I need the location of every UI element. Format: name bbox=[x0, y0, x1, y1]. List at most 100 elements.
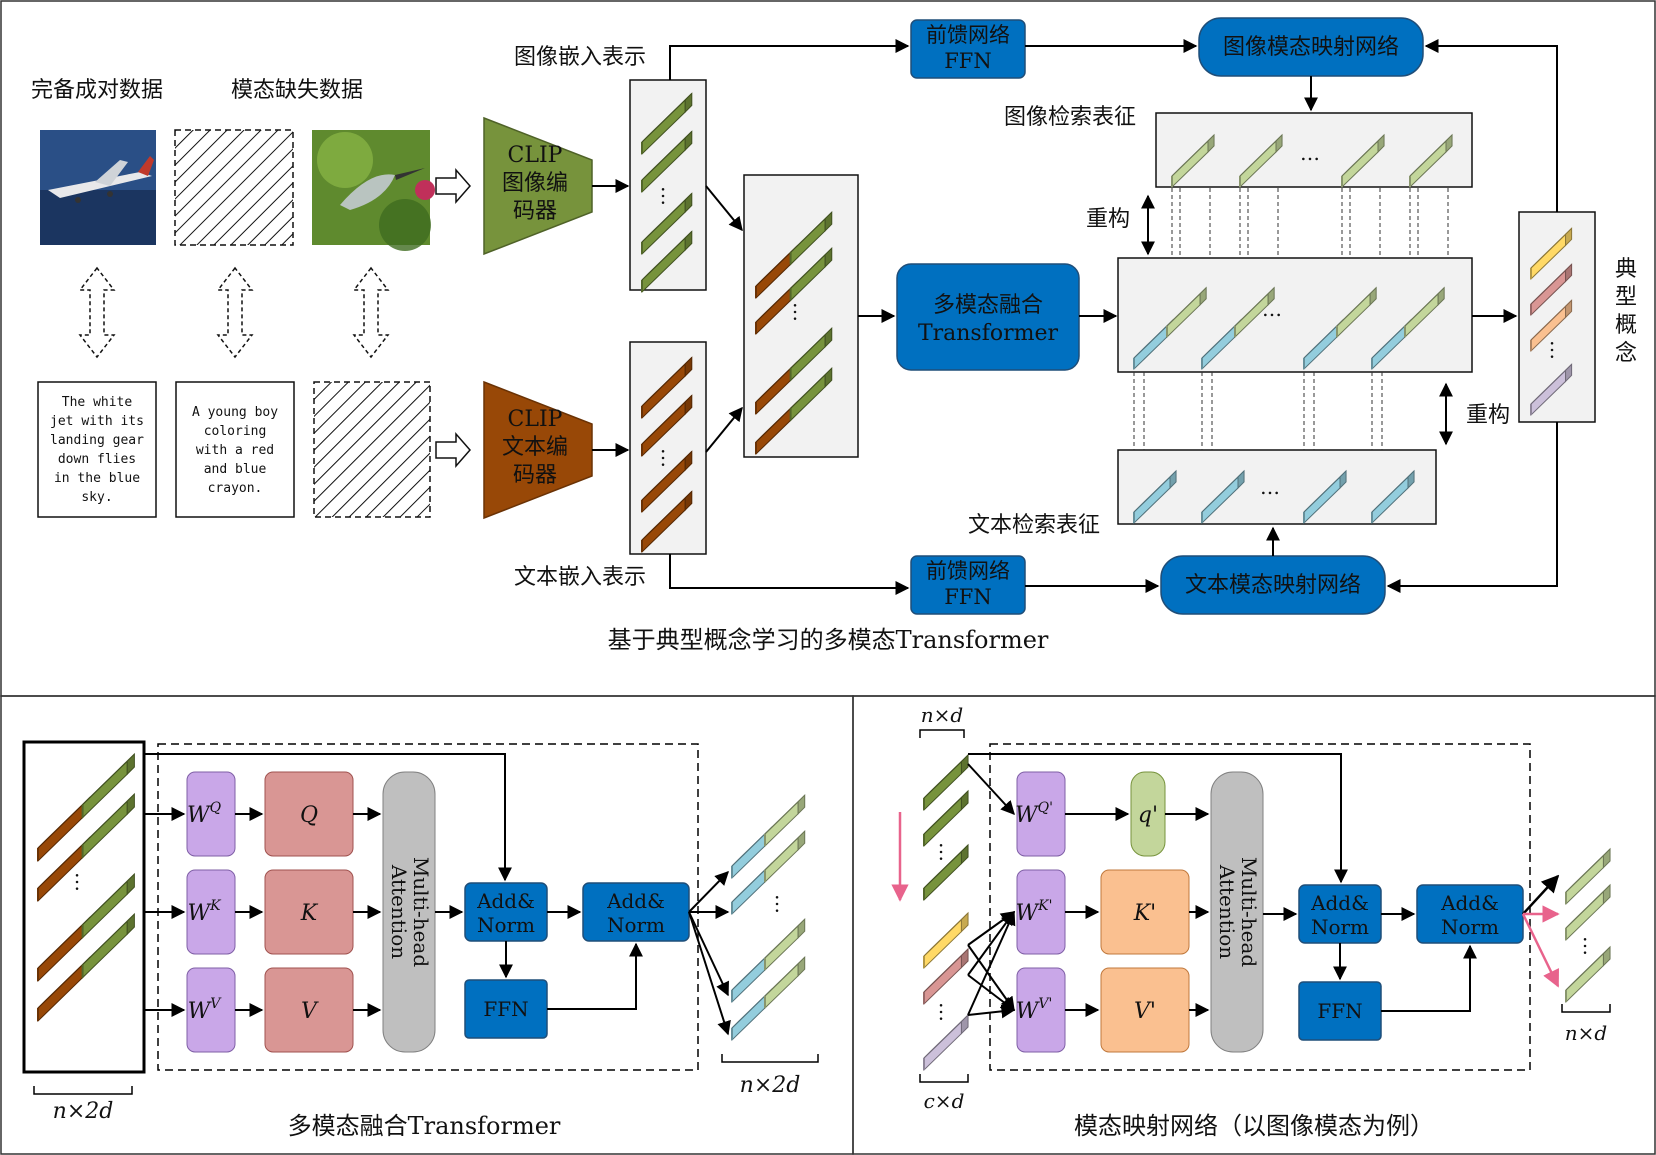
fusion-addnorm-2-line-2: Norm bbox=[607, 913, 665, 937]
fusion-output-brace bbox=[721, 1054, 819, 1063]
fusion-v-label: V bbox=[301, 999, 319, 1024]
mapping-concept-ellipsis: … bbox=[935, 1002, 959, 1022]
fusion-line-2: Transformer bbox=[918, 321, 1059, 346]
clip-text-encoder-line-2: 文本编 bbox=[502, 435, 568, 460]
mapping-output-bar bbox=[1565, 883, 1611, 942]
concat-ellipsis: … bbox=[789, 302, 813, 322]
mapping-output-brace bbox=[1561, 1004, 1611, 1013]
clip-image-encoder-line-1: CLIP bbox=[508, 143, 563, 168]
fusion-output-bar-green bbox=[764, 917, 806, 972]
image-retrieval-bar bbox=[1341, 133, 1385, 189]
mapping-output-bars: … bbox=[1565, 847, 1611, 1004]
fusion-mha-line-1: Multi-head bbox=[409, 857, 433, 968]
mapping-output-arrows bbox=[1521, 874, 1560, 988]
fusion-transformer-frame bbox=[157, 743, 699, 1071]
caption-line: with a red bbox=[196, 443, 274, 458]
fusion-input-bar-green bbox=[81, 752, 135, 819]
text-retrieval-bar bbox=[1303, 469, 1347, 525]
mapping-output-bar bbox=[1565, 847, 1611, 906]
fusion-k-label: K bbox=[300, 901, 319, 926]
mapping-input-arrows bbox=[967, 763, 1016, 1019]
caption-card-airplane bbox=[37, 381, 157, 518]
fusion-addnorm-1-line-1: Add& bbox=[476, 889, 535, 913]
typical-concepts-char: 型 bbox=[1615, 285, 1637, 310]
fused-output-ellipsis: … bbox=[1262, 297, 1282, 321]
fused-output-bar-green bbox=[1234, 286, 1275, 339]
typical-concepts-char: 概 bbox=[1615, 313, 1637, 338]
ffn-top-line-1: 前馈网络 bbox=[926, 23, 1010, 47]
image-retrieval-ellipsis: … bbox=[1300, 141, 1320, 165]
image-embedding-bars: … bbox=[641, 92, 693, 294]
mapping-mha-line-1: Multi-head bbox=[1237, 857, 1261, 968]
fusion-output-arrows bbox=[688, 870, 731, 1036]
caption-line: The white bbox=[62, 395, 133, 410]
mapping-wk-label: WK' bbox=[1016, 898, 1053, 926]
ffn-top-box bbox=[910, 19, 1026, 79]
mapping-input-dim-bottom: c×d bbox=[924, 1089, 965, 1113]
correspondence-arrows bbox=[78, 266, 390, 359]
missing-image-placeholder bbox=[174, 129, 294, 246]
hummingbird-image bbox=[312, 130, 435, 251]
typical-concepts-label: 典型概念 bbox=[1615, 257, 1637, 366]
mapping-input-brace-top bbox=[919, 729, 965, 738]
mapping-input-concept-bars: … bbox=[923, 911, 969, 1072]
text-retrieval-bars: … bbox=[1133, 469, 1415, 525]
typical-concepts-ellipsis: … bbox=[1546, 340, 1570, 360]
image-retrieval-bars: … bbox=[1171, 133, 1453, 189]
mapping-wv-label: WV' bbox=[1016, 996, 1053, 1024]
text-embedding-bars: … bbox=[641, 356, 693, 554]
mapping-addnorm-1-line-2: Norm bbox=[1311, 915, 1369, 939]
typical-concepts-bars: … bbox=[1530, 227, 1573, 417]
fusion-input-bar-green bbox=[81, 912, 135, 979]
top-panel-caption: 基于典型概念学习的多模态Transformer bbox=[608, 626, 1049, 654]
mapping-residual bbox=[968, 753, 1348, 884]
concat-bar-green bbox=[789, 246, 833, 302]
concat-bar-green bbox=[789, 326, 833, 382]
ffn-top-line-2: FFN bbox=[944, 49, 992, 73]
fusion-output-bars: … bbox=[731, 793, 806, 1042]
fusion-input-dim: n×2d bbox=[53, 1099, 114, 1124]
clip-image-encoder-line-2: 图像编 bbox=[502, 171, 568, 196]
image-retrieval-bar bbox=[1239, 133, 1283, 189]
ffn-bottom-line-1: 前馈网络 bbox=[926, 559, 1010, 583]
fusion-output-ellipsis: … bbox=[771, 894, 795, 914]
reconstruction-label-text: 重构 bbox=[1466, 403, 1510, 428]
fused-output-container bbox=[1117, 257, 1473, 373]
text-retrieval-label: 文本检索表征 bbox=[968, 513, 1100, 538]
mapping-input-brace-bottom bbox=[919, 1074, 969, 1083]
concat-bar-green bbox=[789, 366, 833, 422]
text-retrieval-bar bbox=[1201, 469, 1245, 525]
fusion-input-box bbox=[22, 740, 146, 1074]
missing-data-label: 模态缺失数据 bbox=[231, 78, 363, 103]
caption-line: jet with its bbox=[50, 414, 144, 429]
mapping-v-label: V' bbox=[1134, 999, 1156, 1024]
caption-line: down flies bbox=[58, 452, 136, 467]
airplane-image bbox=[40, 130, 156, 245]
clip-image-encoder-line-3: 码器 bbox=[513, 199, 557, 224]
alignment-dashed-lines bbox=[1133, 188, 1449, 450]
mapping-addnorm-2-line-2: Norm bbox=[1441, 915, 1499, 939]
arrow-embed-to-ffn-bottom bbox=[669, 554, 910, 595]
fusion-mha-line-2: Attention bbox=[387, 864, 411, 959]
text-mapping-network-label: 文本模态映射网络 bbox=[1185, 573, 1361, 598]
bottom-right-caption: 模态映射网络（以图像模态为例） bbox=[1074, 1112, 1434, 1140]
typical-concept-bar bbox=[1530, 227, 1573, 281]
mapping-ffn-label: FFN bbox=[1317, 999, 1362, 1023]
fusion-addnorm-2-line-1: Add& bbox=[606, 889, 665, 913]
mapping-input-green-bar bbox=[923, 789, 969, 848]
mapping-input-concept-bar bbox=[923, 1013, 969, 1072]
caption-line: sky. bbox=[81, 490, 112, 505]
typical-concept-bar bbox=[1530, 299, 1573, 353]
caption-line: crayon. bbox=[208, 481, 263, 496]
arrow-embed-to-ffn-top bbox=[669, 39, 910, 80]
fusion-wk-label: WK bbox=[187, 898, 222, 926]
bottom-right-panel-frame bbox=[852, 695, 1656, 1155]
arrow-ffn-addnorm2 bbox=[547, 942, 643, 1010]
fused-output-bar-green bbox=[1404, 286, 1445, 339]
fusion-wq-label: WQ bbox=[187, 800, 222, 828]
mapping-addnorm-1-line-1: Add& bbox=[1310, 891, 1369, 915]
arrow-ffn-addnorm2-map bbox=[1381, 944, 1477, 1012]
clip-image-encoder bbox=[483, 116, 593, 256]
